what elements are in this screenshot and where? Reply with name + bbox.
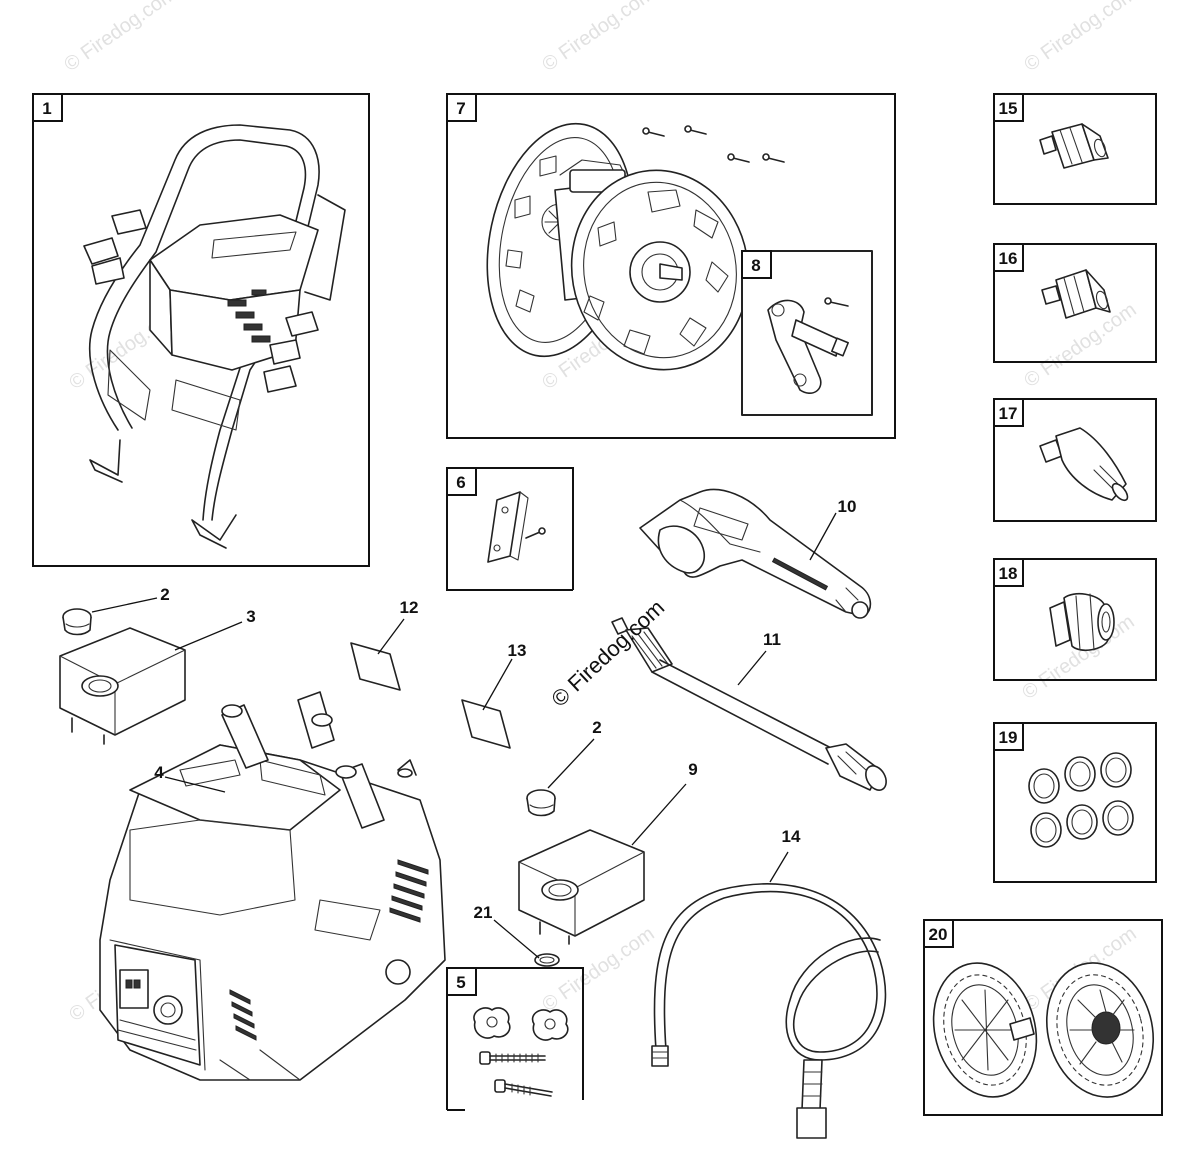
part-label-13 [461,699,511,749]
part-tank-9 [518,829,645,945]
watermark-faint: © Firedog.com [538,0,658,76]
part-box-15: 15 [993,93,1157,205]
callout-13: 13 [508,641,527,660]
callout-10: 10 [838,497,857,516]
callout-leaders [91,512,837,959]
bracket-illustration [487,491,546,563]
part-number-label: 7 [456,99,465,118]
part-clamp-21 [534,953,560,967]
part-box-5: 5 [446,967,584,1111]
callout-4: 4 [154,763,164,782]
part-spray-gun-10 [639,488,872,619]
part-number-label: 19 [999,728,1018,747]
handle-illustration [83,124,346,549]
part-box-18: 18 [993,558,1157,681]
part-hose-14 [651,883,887,1139]
part-number-label: 1 [42,99,51,118]
wheels-illustration [932,962,1155,1098]
part-lance-11 [611,617,887,791]
turbo-nozzle-illustration [1039,427,1129,502]
watermark-faint: © Firedog.com [1020,0,1140,76]
part-number-label: 18 [999,564,1018,583]
part-box-16: 16 [993,243,1157,363]
callout-2: 2 [592,718,601,737]
part-box-1: 1 [32,93,370,567]
part-number-label: 6 [456,473,465,492]
callout-12: 12 [400,598,419,617]
part-box-17: 17 [993,398,1157,522]
part-box-19: 19 [993,722,1157,883]
part-tank-3 [59,627,186,745]
hose-reel-illustration [486,122,785,371]
quick-connect-fitting-illustration [1039,123,1109,169]
part-box-7: 7 [446,93,896,439]
callout-numbers: 2 3 12 13 10 11 2 9 4 14 21 [154,497,856,922]
knobs-bolts-illustration [473,1007,569,1097]
part-number-label: 16 [999,249,1018,268]
callout-14: 14 [782,827,801,846]
callout-11: 11 [763,630,781,649]
reel-crank-illustration [767,297,849,394]
callout-21: 21 [474,903,493,922]
part-cap-2-lower [526,789,556,817]
callout-9: 9 [688,760,697,779]
part-box-8: 8 [741,250,873,416]
part-box-6: 6 [446,467,574,591]
watermark-faint: © Firedog.com [538,923,658,1016]
part-number-label: 17 [999,404,1018,423]
hose-coupler-illustration [1049,592,1115,652]
nozzle-fitting-illustration [1041,269,1111,319]
callout-2: 2 [160,585,169,604]
part-main-unit-4 [99,691,446,1081]
part-number-label: 8 [751,256,760,275]
part-cap-2-upper [62,608,92,636]
callout-3: 3 [246,607,255,626]
part-number-label: 15 [999,99,1018,118]
part-box-20: 20 [923,919,1163,1116]
part-number-label: 20 [929,925,948,944]
part-label-12 [350,642,401,691]
watermark-faint: © Firedog.com [60,0,180,76]
part-number-label: 5 [456,973,465,992]
o-rings-illustration [1028,752,1134,848]
